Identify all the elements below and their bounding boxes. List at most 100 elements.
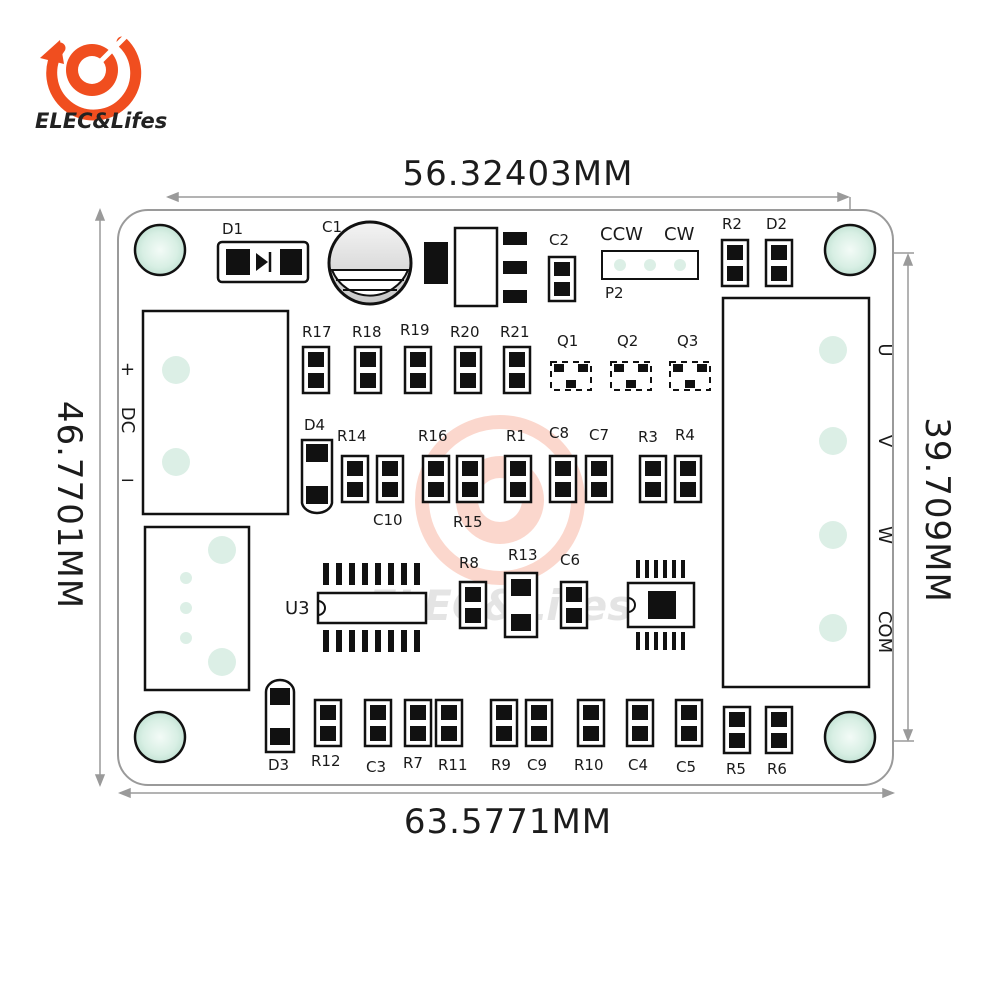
resistor-row-top: R17 R18 R19 R20 R21: [301, 321, 532, 395]
label-c2: C2: [549, 231, 569, 249]
resistor-r1: R1: [503, 427, 533, 504]
label-cw: CW: [664, 224, 695, 245]
label-c9: C9: [527, 756, 547, 774]
label-d3: D3: [268, 756, 289, 774]
label-c4: C4: [628, 756, 648, 774]
label-r12: R12: [311, 752, 341, 770]
label-p2: P2: [605, 284, 624, 302]
label-c3: C3: [366, 758, 386, 776]
capacitor-c2: C2: [547, 231, 577, 303]
mounting-hole-bottom-right: [823, 710, 877, 764]
label-d2: D2: [766, 215, 787, 233]
label-q2: Q2: [617, 332, 638, 350]
resistor-r5: R5: [722, 705, 752, 778]
bottom-dimension-label: 63.5771MM: [404, 802, 612, 842]
brand-logo-mark: [40, 32, 142, 121]
label-c1: C1: [322, 218, 342, 236]
brand-name: ELEC&Lifes: [35, 109, 167, 133]
label-r9: R9: [491, 756, 511, 774]
dc-input-terminal: + DC −: [117, 309, 290, 516]
resistor-r16: R16: [418, 427, 451, 504]
pot-header-p2: CCW CW P2: [600, 224, 699, 302]
capacitor-c9: C9: [524, 698, 554, 774]
resistor-r8: R8: [458, 554, 488, 630]
label-d1: D1: [222, 220, 243, 238]
diode-d4: D4: [300, 416, 334, 515]
label-r16: R16: [418, 427, 448, 445]
mounting-holes: [133, 223, 877, 764]
transistor-q3: Q3: [669, 332, 711, 391]
label-r15: R15: [453, 513, 483, 531]
transistor-q2: Q2: [610, 332, 652, 391]
capacitor-c5: C5: [674, 698, 704, 776]
label-r3: R3: [638, 428, 658, 446]
brand-logo: ELEC&Lifes: [35, 32, 167, 133]
label-r1: R1: [506, 427, 526, 445]
capacitor-c7: C7: [584, 426, 614, 504]
dc-label: DC: [117, 407, 138, 433]
label-c5: C5: [676, 758, 696, 776]
label-c6: C6: [560, 551, 580, 569]
label-q1: Q1: [557, 332, 578, 350]
resistor-r20: R20: [450, 323, 483, 395]
ic-u3: U3: [285, 563, 428, 652]
label-r8: R8: [459, 554, 479, 572]
capacitor-c1: C1: [322, 218, 413, 306]
motor-terminal: U V W COM: [721, 296, 895, 689]
diode-d2: D2: [764, 215, 794, 288]
right-dimension-label: 39.709MM: [917, 417, 957, 603]
terminal-label-u: U: [874, 343, 895, 356]
label-q3: Q3: [677, 332, 698, 350]
label-r5: R5: [726, 760, 746, 778]
resistor-r12: R12: [311, 698, 343, 770]
voltage-regulator: [424, 226, 527, 308]
capacitor-c10: C10: [373, 454, 405, 529]
component-row-middle: R14 C10 R16 R15 R1 C8: [337, 424, 703, 531]
label-d4: D4: [304, 416, 325, 434]
top-dimension-label: 56.32403MM: [403, 154, 634, 194]
left-dimension-label: 46.7701MM: [49, 401, 89, 609]
label-r18: R18: [352, 323, 382, 341]
label-r14: R14: [337, 427, 367, 445]
driver-ic: [626, 560, 696, 650]
resistor-r9: R9: [489, 698, 519, 774]
label-r11: R11: [438, 756, 468, 774]
label-ccw: CCW: [600, 224, 643, 245]
resistor-r10: R10: [574, 698, 606, 774]
resistor-r14: R14: [337, 427, 370, 504]
resistor-r11: R11: [434, 698, 468, 774]
resistor-r21: R21: [500, 323, 532, 395]
resistor-r7: R7: [403, 698, 433, 772]
label-r7: R7: [403, 754, 423, 772]
resistor-r18: R18: [352, 323, 383, 395]
component-row-bottom: R12 C3 R7 R11 R9 C9: [311, 698, 794, 778]
label-c7: C7: [589, 426, 609, 444]
label-r19: R19: [400, 321, 430, 339]
resistor-r6: R6: [764, 705, 794, 778]
capacitor-c3: C3: [363, 698, 393, 776]
resistor-r2: R2: [720, 215, 750, 288]
mounting-hole-top-left: [133, 223, 187, 277]
resistor-r13: R13: [503, 546, 539, 639]
dc-minus-symbol: −: [120, 470, 135, 491]
resistor-r3: R3: [638, 428, 668, 504]
label-r20: R20: [450, 323, 480, 341]
label-r13: R13: [508, 546, 538, 564]
resistor-r15: R15: [453, 454, 485, 531]
terminal-label-w: W: [874, 526, 895, 544]
capacitor-c4: C4: [625, 698, 655, 774]
ic-u3-pins: [323, 563, 420, 652]
label-r21: R21: [500, 323, 530, 341]
label-r17: R17: [302, 323, 332, 341]
dc-plus-symbol: +: [120, 359, 135, 380]
terminal-label-v: V: [874, 435, 895, 448]
transistor-q1: Q1: [550, 332, 592, 391]
label-r4: R4: [675, 426, 695, 444]
label-r2: R2: [722, 215, 742, 233]
label-r6: R6: [767, 760, 787, 778]
terminal-label-com: COM: [874, 611, 895, 653]
diode-d1: D1: [216, 220, 310, 284]
diode-d3: D3: [264, 678, 296, 774]
resistor-r4: R4: [673, 426, 703, 504]
